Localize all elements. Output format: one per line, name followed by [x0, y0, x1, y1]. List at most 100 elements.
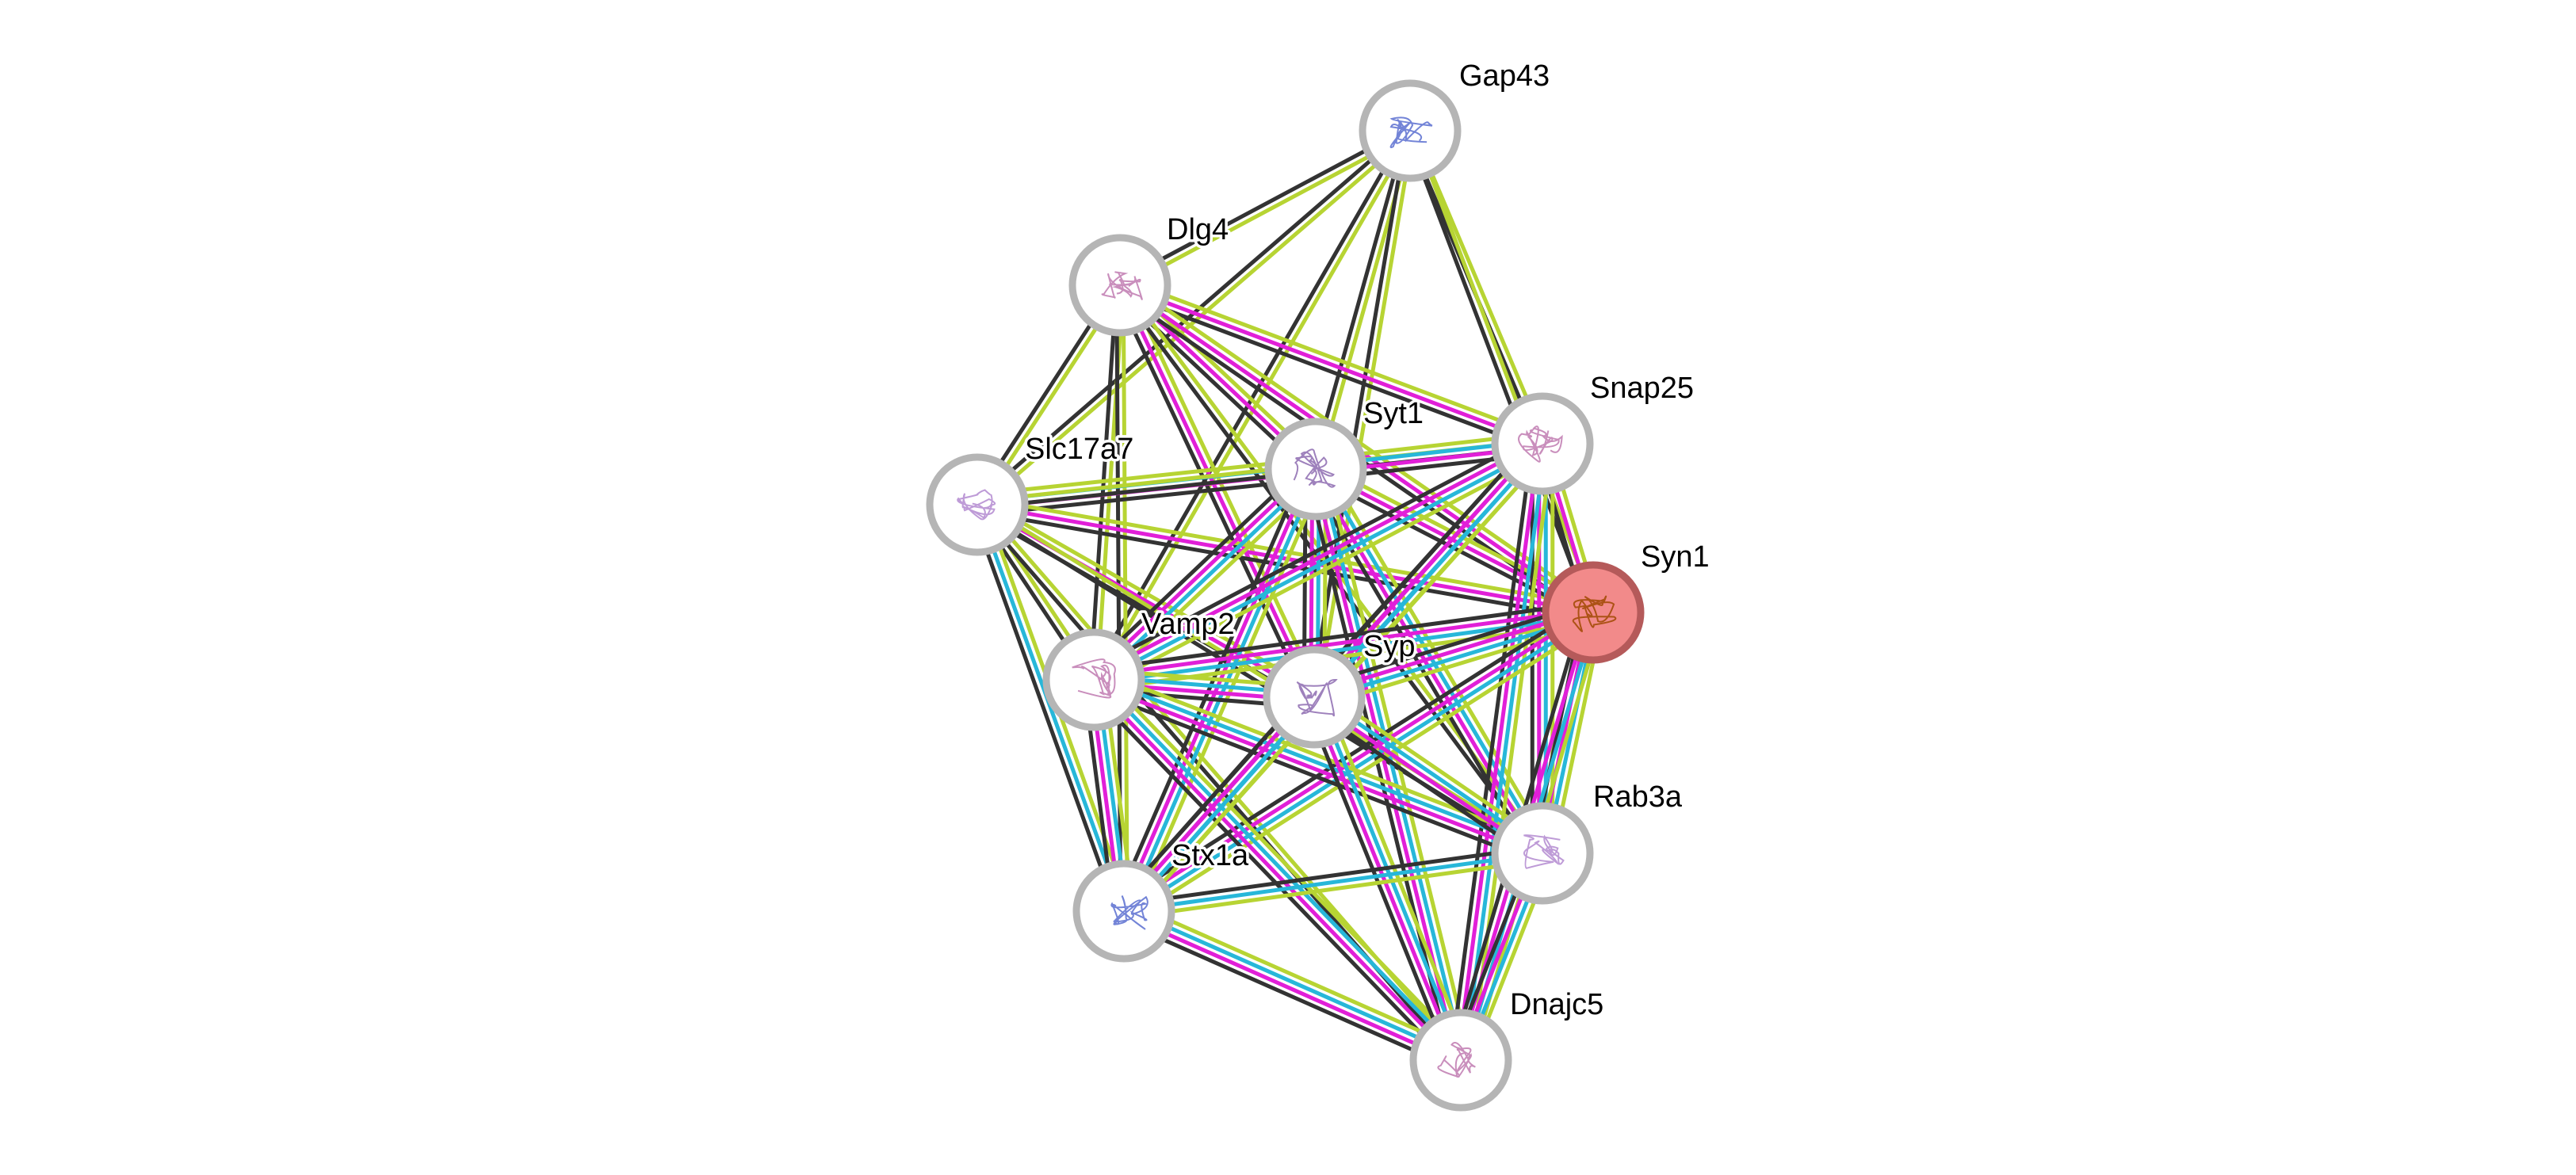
edge-line-coexpression — [1087, 433, 1540, 673]
edges-layer — [969, 125, 1605, 1072]
edge-line-coexpression — [1121, 845, 1544, 907]
edge-line-experiments — [1091, 607, 1595, 679]
edge-line-experiments — [1309, 696, 1460, 1064]
node-label: Slc17a7 — [1025, 433, 1133, 466]
protein-structure-icon — [1389, 116, 1433, 148]
protein-structure-icon — [1437, 1042, 1476, 1078]
edge-line-experiments — [1118, 465, 1315, 912]
edge-line-textmining — [1122, 857, 1546, 920]
edge-line-experiments — [1090, 438, 1543, 679]
node-label: Dlg4 — [1167, 213, 1229, 246]
edge-line-databases — [1093, 444, 1546, 685]
protein-structure-icon — [1101, 271, 1143, 300]
edge-line-coexpression — [1118, 918, 1459, 1072]
node-label: Vamp2 — [1141, 608, 1235, 641]
node-rab3a[interactable]: Rab3a — [1491, 778, 1685, 905]
edge-gap43-vamp2[interactable] — [1088, 127, 1416, 684]
node-dlg4[interactable]: Dlg4 — [1068, 211, 1232, 337]
edge-line-textmining — [1127, 619, 1601, 922]
nodes-layer: Gap43Dlg4Snap25Syt1Slc17a7Syn1Vamp2SypRa… — [926, 57, 1712, 1112]
edge-line-coexpression — [1087, 687, 1541, 865]
edge-line-coexpression — [1116, 601, 1590, 905]
edge-line-experiments — [975, 502, 1596, 615]
edge-line-coexpression — [1084, 685, 1456, 1070]
edge-snap25-dnajc5[interactable] — [1448, 440, 1555, 1064]
node-snap25[interactable]: Snap25 — [1491, 369, 1697, 495]
edge-line-databases — [1122, 851, 1545, 914]
node-label: Dnajc5 — [1510, 988, 1603, 1021]
node-label: Stx1a — [1171, 839, 1249, 872]
node-circle — [1409, 1009, 1512, 1112]
edge-gap43-dlg4[interactable] — [1116, 125, 1414, 291]
edge-line-textmining — [1119, 132, 1414, 291]
edge-line-experiments — [1120, 607, 1594, 910]
edge-line-experiments — [1089, 464, 1316, 680]
edge-line-coexpression — [1115, 289, 1542, 452]
edge-line-experiments — [1089, 680, 1461, 1065]
edge-line-textmining — [1095, 130, 1416, 684]
edge-stx1a-dnajc5[interactable] — [1118, 899, 1467, 1072]
node-dnajc5[interactable]: Dnajc5 — [1409, 986, 1607, 1112]
node-circle — [1491, 392, 1594, 495]
protein-structure-icon — [1572, 595, 1617, 632]
protein-structure-icon — [1072, 658, 1116, 699]
edge-snap25-vamp2[interactable] — [1087, 433, 1550, 691]
node-stx1a[interactable]: Stx1a — [1072, 837, 1252, 963]
node-label: Gap43 — [1459, 59, 1550, 93]
edge-line-experiments — [1455, 441, 1542, 1062]
edge-line-textmining — [1411, 127, 1599, 613]
edge-line-coexpression — [973, 126, 1410, 505]
edge-line-experiments — [1118, 283, 1545, 446]
node-label: Snap25 — [1590, 372, 1694, 405]
edge-dlg4-snap25[interactable] — [1115, 277, 1547, 452]
edge-line-coexpression — [1088, 127, 1409, 681]
edge-line-coexpression — [1405, 130, 1592, 616]
edge-line-coexpression — [1310, 128, 1409, 471]
edge-line-textmining — [1469, 443, 1555, 1064]
edge-line-textmining — [1411, 127, 1548, 444]
protein-structure-icon — [1296, 678, 1338, 717]
edge-line-coexpression — [1116, 125, 1411, 284]
edge-line-databases — [975, 502, 1126, 914]
edge-rab3a-stx1a[interactable] — [1121, 845, 1546, 920]
node-label: Rab3a — [1593, 780, 1683, 814]
node-slc17a7[interactable]: Slc17a7 — [926, 430, 1137, 556]
node-label: Syt1 — [1363, 397, 1424, 430]
edge-line-textmining — [1120, 277, 1547, 440]
protein-structure-icon — [1293, 448, 1336, 488]
edge-line-databases — [1315, 693, 1466, 1061]
edge-line-textmining — [976, 496, 1596, 608]
edge-line-databases — [1094, 675, 1466, 1060]
node-gap43[interactable]: Gap43 — [1359, 57, 1553, 182]
edge-syn1-stx1a[interactable] — [1116, 601, 1601, 922]
edge-line-databases — [1123, 613, 1597, 917]
edge-line-coexpression — [1111, 286, 1310, 703]
protein-structure-icon — [1518, 425, 1563, 463]
edge-line-textmining — [1099, 670, 1470, 1055]
edge-line-coexpression — [1084, 460, 1311, 675]
node-syt1[interactable]: Syt1 — [1264, 395, 1427, 521]
node-vamp2[interactable]: Vamp2 — [1042, 605, 1237, 731]
protein-structure-icon — [1110, 895, 1148, 930]
edge-line-coexpression — [969, 505, 1120, 916]
edge-line-experiments — [1090, 681, 1543, 859]
node-syn1[interactable]: Syn1 — [1542, 538, 1712, 664]
node-label: Syn1 — [1641, 540, 1710, 574]
node-circle — [1263, 646, 1366, 749]
node-circle — [1542, 561, 1645, 664]
edge-line-experiments — [1120, 912, 1462, 1066]
edge-line-databases — [1093, 674, 1546, 853]
edge-line-databases — [1123, 906, 1465, 1059]
edge-line-textmining — [1096, 450, 1550, 691]
node-syp[interactable]: Syp — [1263, 628, 1418, 749]
node-label: Syp — [1363, 630, 1415, 663]
edge-line-textmining — [1315, 129, 1416, 700]
edge-line-coexpression — [1448, 440, 1535, 1061]
edge-line-textmining — [1126, 899, 1467, 1053]
edge-line-coexpression — [1090, 600, 1594, 672]
node-circle — [1042, 628, 1145, 731]
edge-gap43-syn1[interactable] — [1405, 127, 1599, 616]
edge-vamp2-dnajc5[interactable] — [1084, 670, 1470, 1070]
edge-line-textmining — [974, 456, 1317, 497]
